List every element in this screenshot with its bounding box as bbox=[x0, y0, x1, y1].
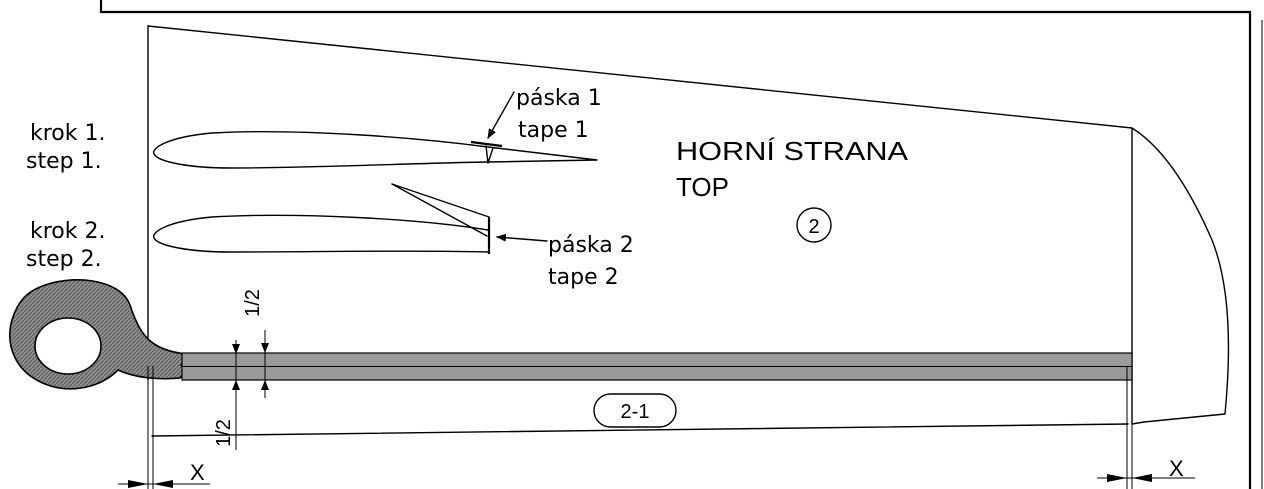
frame-border bbox=[99, 0, 1252, 489]
dimension-offset-left-label: X bbox=[190, 460, 205, 485]
dimension-offset-right-label: X bbox=[1169, 456, 1184, 481]
wing-panel-outline bbox=[147, 25, 1230, 425]
panel-lower-edge bbox=[151, 423, 1129, 437]
tape-1-leader bbox=[487, 91, 515, 139]
tape-2-fold bbox=[391, 183, 490, 237]
part-2-1-callout bbox=[593, 393, 677, 428]
airfoil-step-1 bbox=[153, 130, 598, 169]
tape-2-label-cz: páska 2 bbox=[548, 233, 634, 258]
dimension-half-upper-label: 1/2 bbox=[242, 289, 264, 317]
tape-1-label-cz: páska 1 bbox=[516, 86, 602, 111]
step-2-label-cz: krok 2. bbox=[30, 219, 106, 244]
step-2-label-en: step 2. bbox=[26, 247, 102, 272]
part-2-number: 2 bbox=[808, 216, 819, 238]
tape-roll-core bbox=[34, 317, 102, 375]
dimension-offset-left bbox=[118, 480, 210, 488]
tape-2-leader bbox=[496, 233, 548, 242]
dimension-half-marks bbox=[208, 330, 275, 450]
dimension-half-lower-label: 1/2 bbox=[213, 419, 235, 447]
tape-1-mark bbox=[470, 140, 503, 148]
dimension-offset-right bbox=[1097, 474, 1195, 482]
tape-1-lift bbox=[485, 145, 494, 164]
side-label-cz: HORNÍ STRANA bbox=[676, 136, 909, 166]
part-2-callout bbox=[796, 207, 832, 243]
tape-1-label-en: tape 1 bbox=[518, 118, 589, 143]
step-1-label-en: step 1. bbox=[26, 149, 102, 174]
airfoil-step-2 bbox=[153, 214, 489, 253]
tape-2-label-en: tape 2 bbox=[548, 265, 619, 290]
side-label-en: TOP bbox=[676, 172, 729, 202]
part-2-1-number: 2-1 bbox=[621, 401, 650, 423]
step-1-label-cz: krok 1. bbox=[30, 121, 106, 146]
